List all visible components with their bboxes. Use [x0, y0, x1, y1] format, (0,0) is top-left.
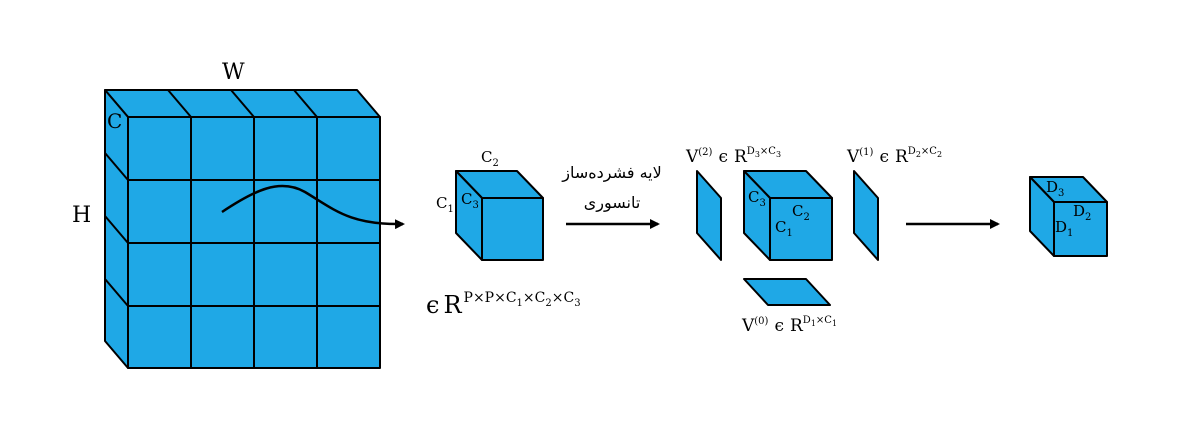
patch-extraction-arrow — [221, 184, 405, 230]
output-d1-label: D1 — [1055, 218, 1073, 239]
output-d2-label: D2 — [1073, 202, 1091, 223]
core-cube-front-face — [769, 197, 833, 261]
output-cube-front-face — [1053, 201, 1108, 257]
channel-label: C — [107, 109, 122, 133]
width-label: W — [222, 60, 245, 85]
output-d3-label: D3 — [1046, 178, 1064, 199]
height-label: H — [72, 203, 91, 228]
patch-c2-label: C2 — [481, 148, 499, 169]
v0-matrix-plane — [743, 278, 831, 306]
input-tensor-grid-lines — [104, 89, 380, 368]
layer-caption-line1: لایه فشرده‌ساز — [561, 163, 662, 183]
patch-c1-label: C1 — [436, 194, 454, 215]
core-c3-label: C3 — [748, 188, 766, 209]
layer-caption-line2: تانسوری — [584, 193, 641, 213]
compression-layer: لایه فشرده‌ساز تانسوری — [561, 163, 662, 229]
patch-cube-front-face — [481, 197, 544, 261]
core-c2-label: C2 — [792, 202, 810, 223]
input-tensor: W H C — [72, 60, 405, 369]
v1-matrix-plane — [853, 170, 879, 261]
v2-matrix-plane — [696, 170, 722, 261]
patch-c3-label: C3 — [461, 190, 479, 211]
core-c1-label: C1 — [775, 218, 793, 239]
output-cube: D3 D2 D1 — [1029, 176, 1108, 257]
